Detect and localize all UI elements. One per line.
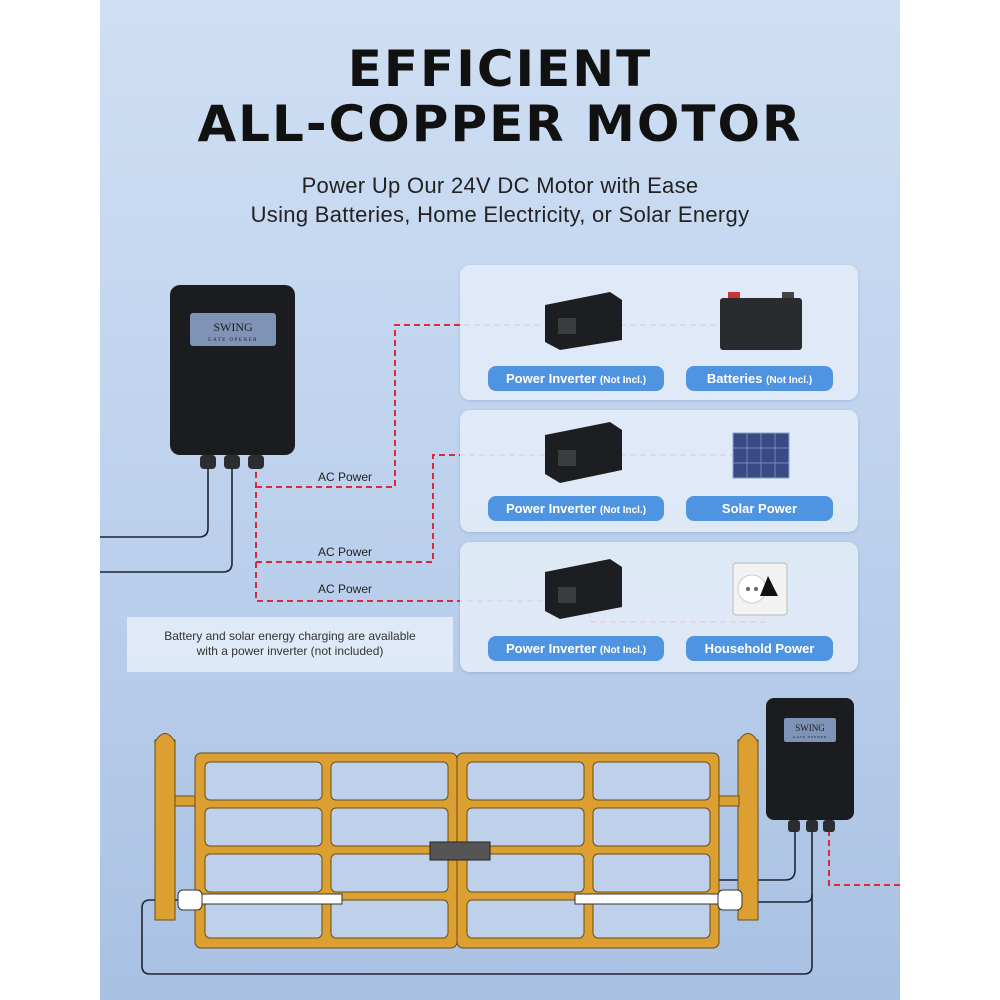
- inverter-note: Battery and solar energy charging are av…: [127, 617, 453, 672]
- ac-power-label-1: AC Power: [318, 470, 373, 484]
- label-text: Batteries: [706, 371, 763, 386]
- label-note: (Not Incl.): [599, 375, 647, 386]
- control-box-brand-sub: GATE OPENER: [208, 338, 258, 343]
- ac-power-label-2: AC Power: [318, 545, 373, 559]
- gate-actuator-left: [177, 889, 343, 911]
- label-power-inverter-3: Power Inverter (Not Incl.): [488, 636, 664, 661]
- motor-wires: [100, 462, 813, 975]
- note-line-1: Battery and solar energy charging are av…: [164, 629, 416, 643]
- label-note: (Not Incl.): [599, 645, 647, 656]
- power-inverter-icon: [545, 559, 622, 619]
- label-power-inverter-1: Power Inverter (Not Incl.): [488, 366, 664, 391]
- title-line-2: ALL-COPPER MOTOR: [197, 95, 803, 153]
- control-box-brand: SWING: [213, 320, 253, 334]
- subtitle-line-1: Power Up Our 24V DC Motor with Ease: [301, 173, 699, 198]
- subtitle-line-2: Using Batteries, Home Electricity, or So…: [250, 202, 750, 227]
- note-line-2: with a power inverter (not included): [196, 644, 384, 658]
- battery-icon: [720, 292, 802, 350]
- title-line-1: EFFICIENT: [347, 40, 653, 98]
- label-note: (Not Incl.): [599, 505, 647, 516]
- label-text: Power Inverter: [505, 641, 597, 656]
- control-box-main: SWING GATE OPENER: [170, 285, 295, 469]
- gate-lock: [429, 841, 491, 861]
- power-inverter-icon: [545, 422, 622, 483]
- label-text: Power Inverter: [505, 371, 597, 386]
- label-text: Power Inverter: [505, 501, 597, 516]
- wall-outlet-icon: [732, 562, 788, 616]
- label-household-power: Household Power: [686, 636, 833, 661]
- gate-box-brand-sub: GATE OPENER: [793, 735, 827, 739]
- gate-box-brand: SWING: [795, 723, 825, 733]
- gate-illustration: [154, 733, 759, 949]
- solar-panel-icon: [732, 432, 790, 479]
- power-inverter-icon: [545, 292, 622, 350]
- label-note: (Not Incl.): [766, 375, 813, 386]
- ac-power-label-3: AC Power: [318, 582, 373, 596]
- label-solar-power: Solar Power: [686, 496, 833, 521]
- gate-actuator-right: [574, 889, 743, 911]
- label-power-inverter-2: Power Inverter (Not Incl.): [488, 496, 664, 521]
- control-box-gate: SWING GATE OPENER: [766, 698, 854, 832]
- label-batteries: Batteries (Not Incl.): [686, 366, 833, 391]
